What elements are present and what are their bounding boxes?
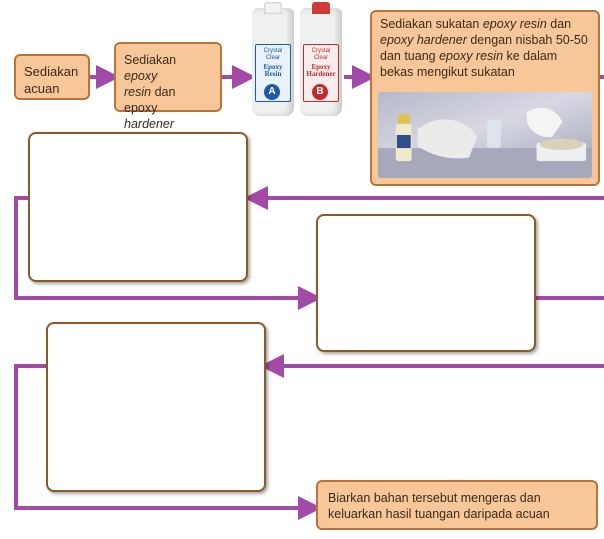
step-harden-text-2: keluarkan hasil tuangan daripada acuan — [328, 507, 550, 521]
step-measure-pour: Sediakan sukatan epoxy resin dan epoxy h… — [370, 10, 600, 186]
step-prepare-mould-text: Sediakan acuan — [24, 64, 79, 96]
bottle-epoxy-hardener: Crystal Clear Epoxy Hardener B — [300, 2, 342, 116]
step-harden-remove: Biarkan bahan tersebut mengeras dan kelu… — [316, 480, 598, 530]
empty-step-box-3 — [46, 322, 266, 492]
bottle-name: Epoxy Hardener — [306, 63, 336, 78]
step-prepare-epoxy: Sediakan epoxy resin dan epoxy hardener — [114, 42, 222, 131]
step-harden-text-1: Biarkan bahan tersebut mengeras dan — [328, 491, 541, 505]
arrow-row1-to-row2 — [14, 196, 322, 310]
bottle-label-hardener: Crystal Clear Epoxy Hardener — [303, 44, 339, 102]
bottle-letter-b: B — [312, 84, 328, 100]
epoxy-bottles-image: Crystal Clear Epoxy Resin A Crystal Clea… — [250, 0, 344, 130]
bottle-label-resin: Crystal Clear Epoxy Resin — [255, 44, 291, 102]
bottle-brand: Crystal Clear — [263, 48, 283, 61]
step-measure-italic-3: epoxy resin — [439, 49, 504, 63]
step-prepare-epoxy-italic-2: resin — [124, 85, 152, 99]
bottle-name: Epoxy Resin — [263, 63, 283, 78]
bottle-letter-a: A — [264, 84, 280, 100]
step-prepare-epoxy-text-2: dan epoxy — [124, 85, 176, 115]
step-measure-text-3: dengan nisbah 50-50 dan tuang — [380, 33, 588, 63]
step-measure-italic-1: epoxy resin — [482, 17, 547, 31]
empty-step-box-1 — [28, 132, 248, 282]
measuring-photo — [378, 92, 592, 178]
step-measure-italic-2: epoxy hardener — [380, 33, 467, 47]
step-prepare-mould: Sediakan acuan — [14, 54, 90, 100]
step-prepare-epoxy-italic-1: epoxy — [124, 69, 158, 83]
bottle-cap — [264, 2, 282, 14]
step-measure-text-4: ke dalam bekas mengikut sukatan — [380, 49, 558, 79]
arrow-row3-to-final — [14, 364, 322, 520]
step-prepare-epoxy-text-1: Sediakan — [124, 53, 177, 67]
step-measure-text-2: dan — [546, 17, 572, 31]
step-measure-text-1: Sediakan sukatan — [380, 17, 483, 31]
measuring-photo-illustration — [378, 107, 592, 178]
step-prepare-epoxy-italic-3: hardener — [124, 117, 175, 131]
bottle-epoxy-resin: Crystal Clear Epoxy Resin A — [252, 2, 294, 116]
bottle-brand: Crystal Clear — [311, 48, 331, 61]
empty-step-box-2 — [316, 214, 536, 352]
bottle-cap — [312, 2, 330, 14]
